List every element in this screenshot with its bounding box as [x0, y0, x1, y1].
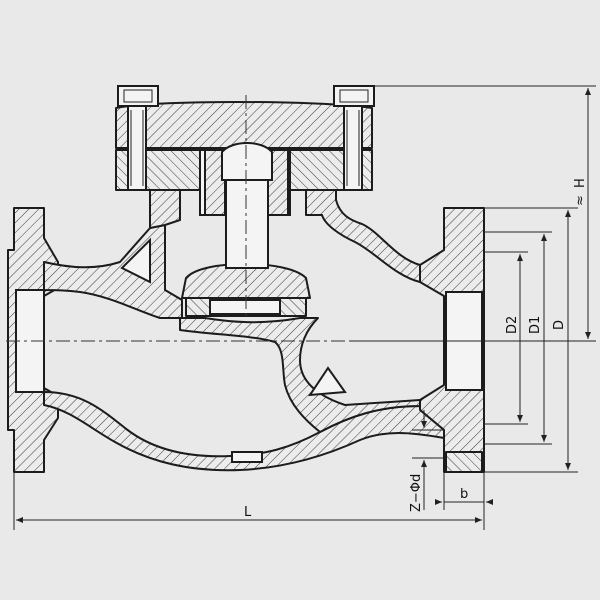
- bonnet-cover: [115, 101, 373, 149]
- disc-face: [209, 299, 281, 315]
- dimension-Zd: [412, 410, 444, 510]
- body-rib-left: [120, 237, 151, 284]
- label-approx: ≈: [573, 195, 588, 206]
- dimension-D: [484, 207, 578, 473]
- label-D: D: [552, 320, 567, 330]
- label-D1: D1: [528, 316, 543, 334]
- dimension-D2: [484, 251, 528, 425]
- right-flange-hub: [445, 451, 483, 473]
- label-L: L: [244, 505, 252, 520]
- seat-partition: [179, 317, 421, 433]
- body-upper-wall: [43, 224, 183, 319]
- dimension-D1: [484, 231, 552, 445]
- stem-cap: [221, 142, 273, 181]
- bonnet-neck: [149, 189, 181, 229]
- dimension-H: [350, 85, 596, 342]
- bonnet-neck-right: [305, 189, 421, 283]
- dimension-b: [435, 472, 493, 510]
- body-lower-wall: [43, 391, 445, 472]
- body-rib-right: [308, 366, 347, 397]
- label-H: H: [573, 178, 588, 188]
- bottom-boss: [231, 451, 263, 463]
- disc-stem: [225, 179, 269, 269]
- label-b: b: [460, 487, 468, 502]
- label-D2: D2: [505, 316, 520, 334]
- label-Zd: Z−Φd: [409, 474, 424, 512]
- bolt-right: [333, 85, 375, 191]
- bolt-left: [117, 85, 159, 191]
